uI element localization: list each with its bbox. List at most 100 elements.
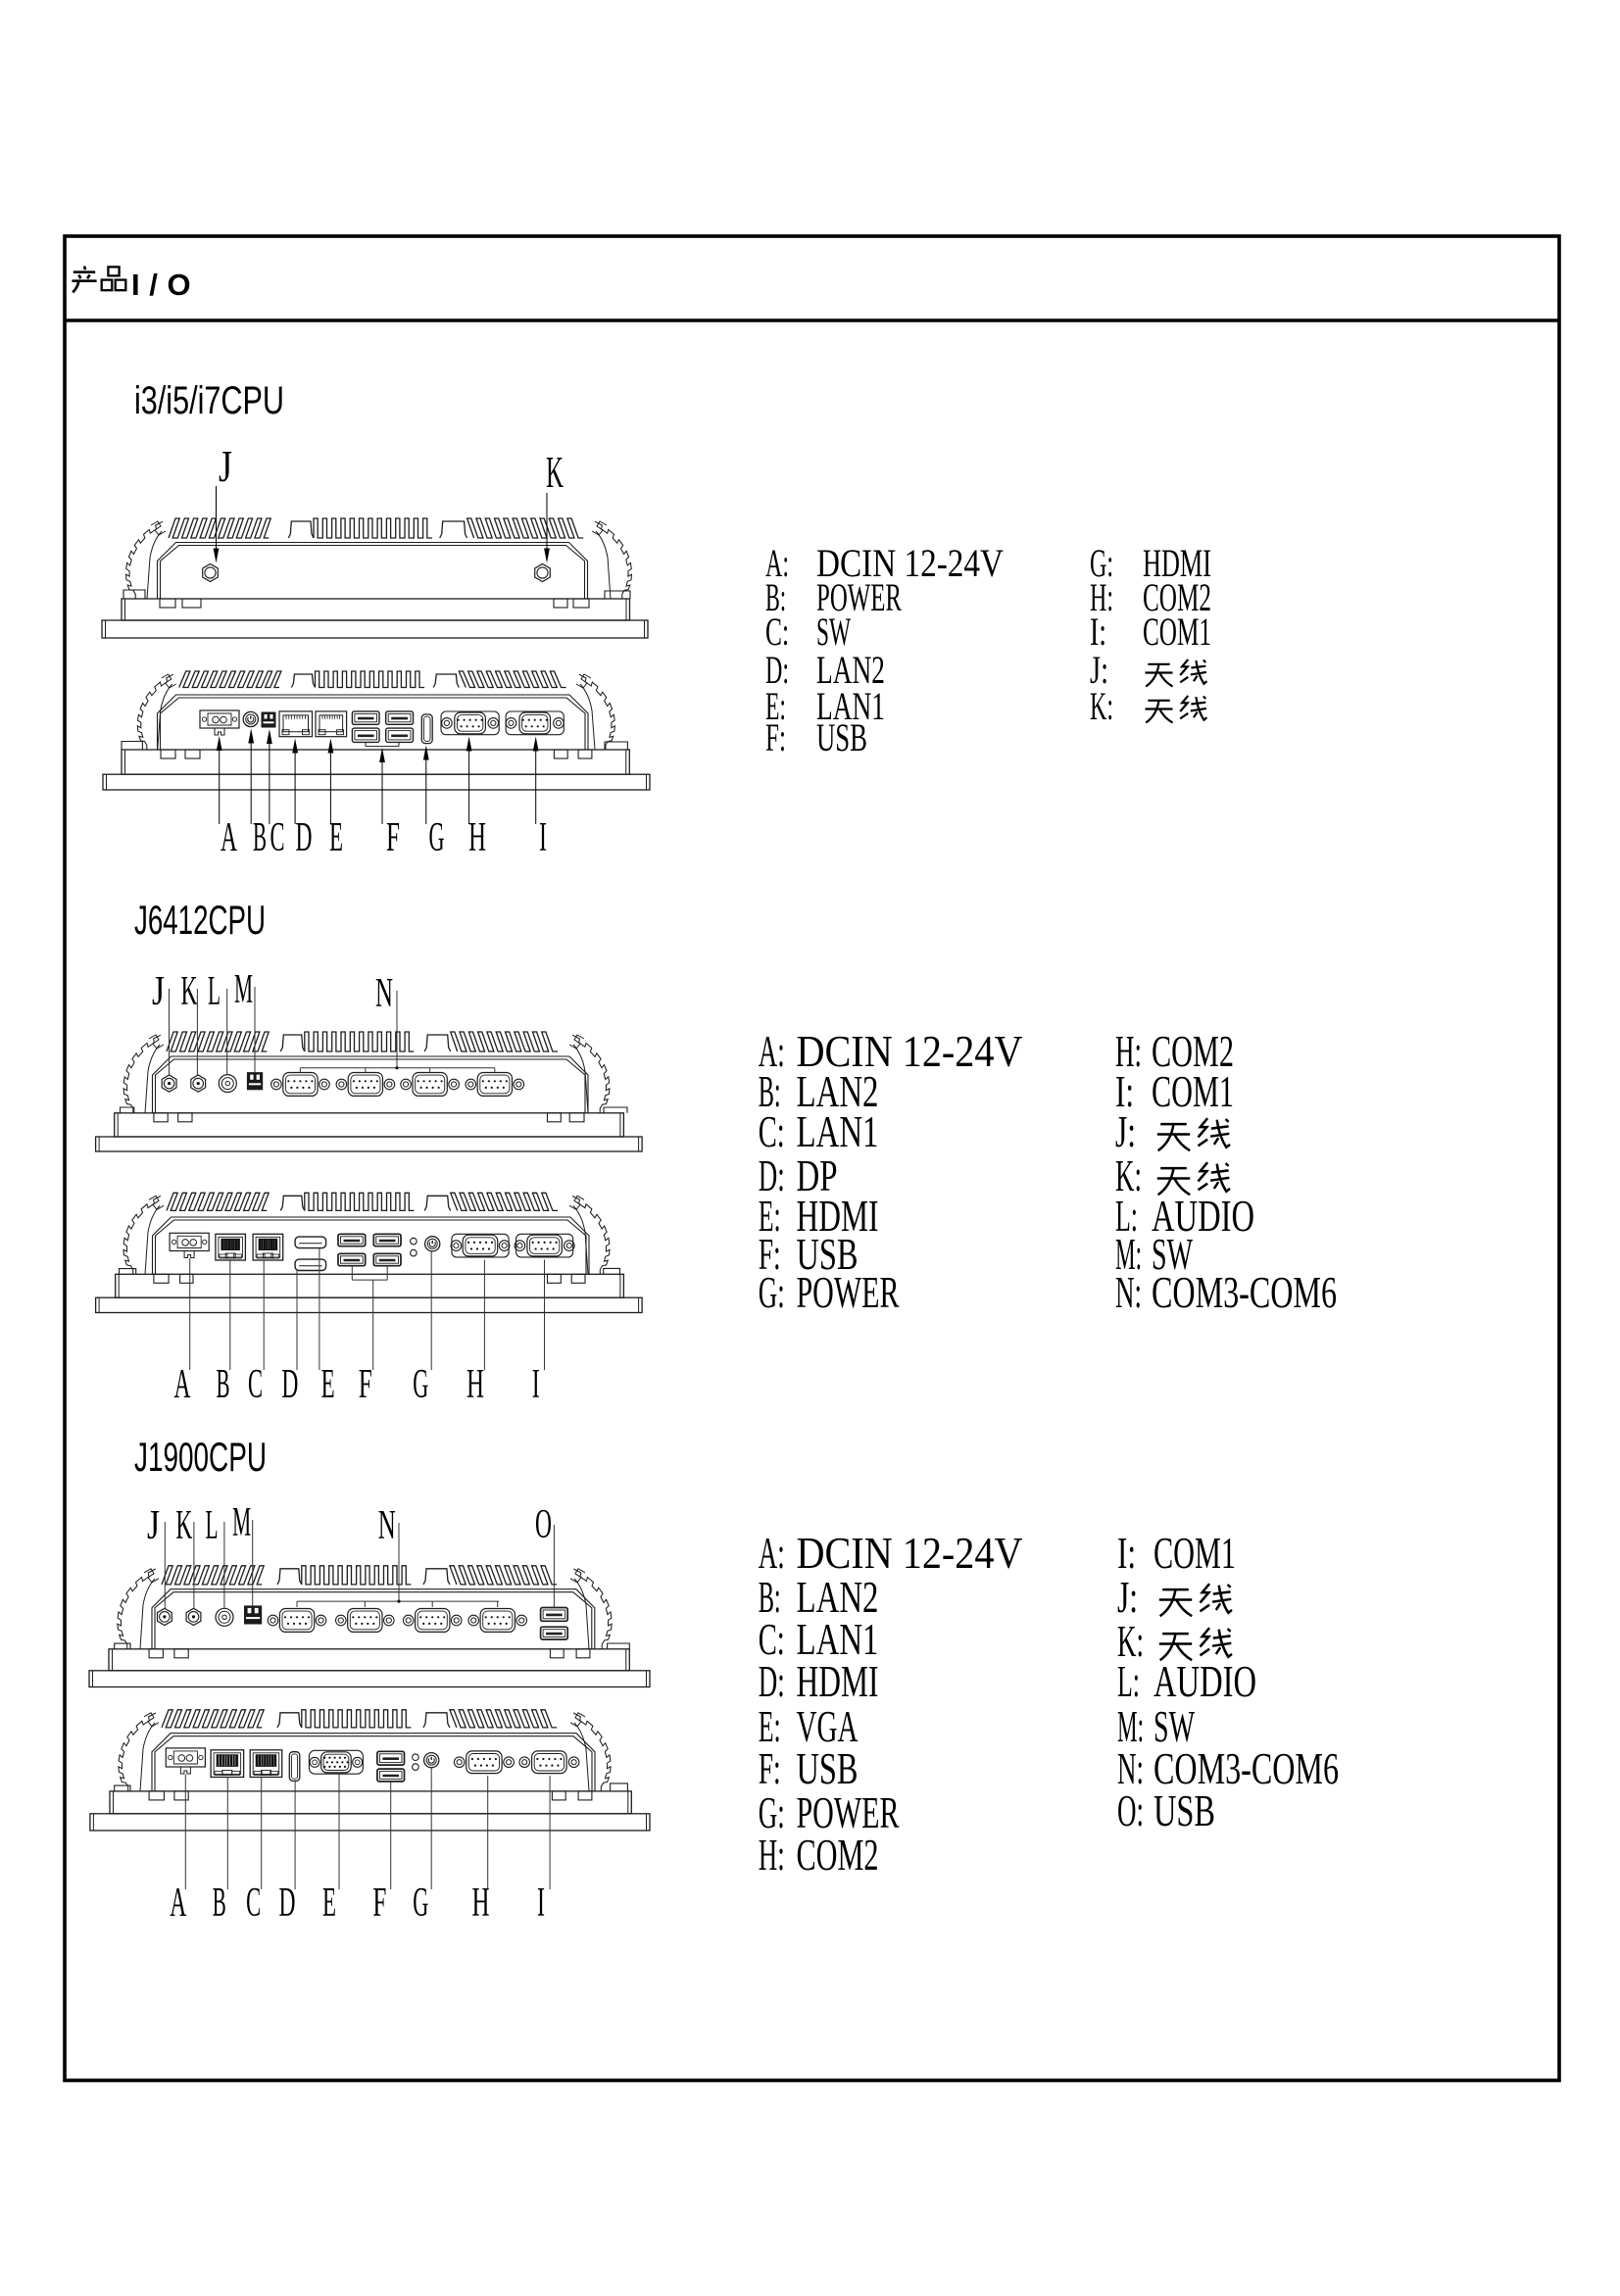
- svg-text:A: A: [221, 815, 237, 860]
- svg-text:VGA: VGA: [797, 1701, 859, 1751]
- svg-text:M:: M:: [1117, 1701, 1144, 1751]
- svg-text:M:: M:: [1115, 1229, 1142, 1279]
- svg-text:G: G: [413, 1881, 428, 1926]
- svg-text:K:: K:: [1115, 1150, 1142, 1200]
- svg-text:F:: F:: [759, 1229, 781, 1279]
- svg-text:B: B: [217, 1362, 230, 1407]
- svg-text:E:: E:: [765, 684, 786, 728]
- svg-text:H:: H:: [1090, 575, 1113, 619]
- svg-text:E: E: [322, 1881, 336, 1926]
- svg-text:C: C: [246, 1881, 261, 1926]
- svg-text:K: K: [546, 447, 564, 497]
- svg-text:LAN1: LAN1: [797, 1614, 879, 1664]
- svg-text:I / O: I / O: [131, 268, 191, 302]
- svg-text:DCIN 12-24V: DCIN 12-24V: [797, 1026, 1023, 1076]
- svg-text:E: E: [321, 1362, 335, 1407]
- svg-text:D:: D:: [759, 1150, 785, 1200]
- svg-text:G:: G:: [759, 1267, 785, 1317]
- svg-text:HDMI: HDMI: [797, 1191, 879, 1241]
- svg-text:B:: B:: [759, 1572, 781, 1622]
- svg-text:LAN2: LAN2: [816, 648, 885, 692]
- svg-text:A:: A:: [759, 1528, 785, 1578]
- svg-text:J: J: [219, 441, 232, 491]
- svg-text:A: A: [170, 1881, 186, 1926]
- svg-text:COM2: COM2: [1152, 1026, 1234, 1076]
- svg-text:F:: F:: [765, 715, 786, 759]
- svg-text:AUDIO: AUDIO: [1152, 1191, 1254, 1241]
- svg-text:SW: SW: [816, 610, 851, 654]
- svg-text:USB: USB: [797, 1229, 859, 1279]
- svg-text:POWER: POWER: [816, 575, 902, 619]
- svg-text:D: D: [279, 1881, 296, 1926]
- svg-text:J: J: [147, 1503, 160, 1548]
- svg-text:H: H: [468, 815, 486, 860]
- svg-text:USB: USB: [1154, 1785, 1215, 1835]
- svg-text:I:: I:: [1117, 1528, 1136, 1578]
- svg-text:E:: E:: [759, 1191, 781, 1241]
- svg-text:AUDIO: AUDIO: [1154, 1656, 1256, 1706]
- svg-text:I:: I:: [1090, 610, 1106, 654]
- svg-text:K: K: [175, 1503, 192, 1548]
- svg-text:COM2: COM2: [1143, 575, 1211, 619]
- svg-text:D:: D:: [765, 648, 789, 692]
- svg-text:C:: C:: [765, 610, 789, 654]
- svg-text:H:: H:: [1115, 1026, 1142, 1076]
- svg-text:E:: E:: [759, 1701, 781, 1751]
- svg-text:DP: DP: [797, 1150, 838, 1200]
- svg-text:E: E: [329, 815, 343, 860]
- svg-text:SW: SW: [1152, 1229, 1193, 1279]
- svg-text:POWER: POWER: [797, 1267, 900, 1317]
- svg-text:I: I: [532, 1362, 540, 1407]
- svg-text:G:: G:: [759, 1787, 785, 1837]
- svg-text:G:: G:: [1090, 541, 1113, 585]
- svg-text:L:: L:: [1115, 1191, 1138, 1241]
- svg-text:A:: A:: [765, 541, 789, 585]
- svg-text:COM3-COM6: COM3-COM6: [1152, 1267, 1337, 1317]
- svg-text:DCIN 12-24V: DCIN 12-24V: [797, 1528, 1023, 1578]
- svg-text:F: F: [372, 1881, 386, 1926]
- svg-text:LAN2: LAN2: [797, 1066, 879, 1116]
- svg-text:I: I: [537, 1881, 545, 1926]
- svg-text:LAN1: LAN1: [797, 1106, 879, 1156]
- svg-text:N:: N:: [1117, 1743, 1144, 1793]
- svg-text:C: C: [248, 1362, 263, 1407]
- svg-text:N: N: [378, 1503, 396, 1548]
- svg-text:M: M: [232, 1500, 251, 1545]
- svg-text:J6412CPU: J6412CPU: [134, 897, 266, 943]
- svg-text:M: M: [234, 967, 253, 1012]
- svg-text:J:: J:: [1117, 1572, 1138, 1622]
- svg-text:F: F: [359, 1362, 372, 1407]
- svg-text:L: L: [208, 969, 221, 1014]
- svg-text:COM1: COM1: [1154, 1528, 1236, 1578]
- svg-text:C:: C:: [759, 1106, 785, 1156]
- svg-text:F:: F:: [759, 1743, 781, 1793]
- svg-text:K:: K:: [1090, 684, 1113, 728]
- svg-text:B:: B:: [765, 575, 786, 619]
- svg-text:K:: K:: [1117, 1616, 1144, 1666]
- svg-text:C:: C:: [759, 1614, 785, 1664]
- svg-text:i3/i5/i7CPU: i3/i5/i7CPU: [134, 379, 284, 422]
- svg-text:F: F: [386, 815, 400, 860]
- svg-text:N: N: [375, 971, 393, 1016]
- svg-text:B: B: [213, 1881, 226, 1926]
- svg-text:COM1: COM1: [1152, 1066, 1234, 1116]
- svg-text:D: D: [281, 1362, 298, 1407]
- svg-text:C: C: [270, 815, 285, 860]
- svg-text:K: K: [181, 969, 198, 1014]
- svg-text:L:: L:: [1117, 1656, 1140, 1706]
- svg-text:J1900CPU: J1900CPU: [134, 1434, 267, 1480]
- svg-text:HDMI: HDMI: [1143, 541, 1211, 585]
- svg-text:COM2: COM2: [797, 1830, 879, 1880]
- svg-text:O:: O:: [1117, 1785, 1144, 1835]
- svg-text:HDMI: HDMI: [797, 1656, 879, 1706]
- svg-text:A: A: [174, 1362, 191, 1407]
- svg-text:D:: D:: [759, 1656, 785, 1706]
- svg-text:POWER: POWER: [797, 1787, 900, 1837]
- svg-text:I:: I:: [1115, 1066, 1134, 1116]
- svg-text:H: H: [472, 1881, 490, 1926]
- svg-text:D: D: [296, 815, 313, 860]
- svg-text:J: J: [152, 969, 165, 1014]
- svg-text:SW: SW: [1154, 1701, 1195, 1751]
- svg-text:J:: J:: [1090, 648, 1108, 692]
- svg-text:I: I: [539, 815, 547, 860]
